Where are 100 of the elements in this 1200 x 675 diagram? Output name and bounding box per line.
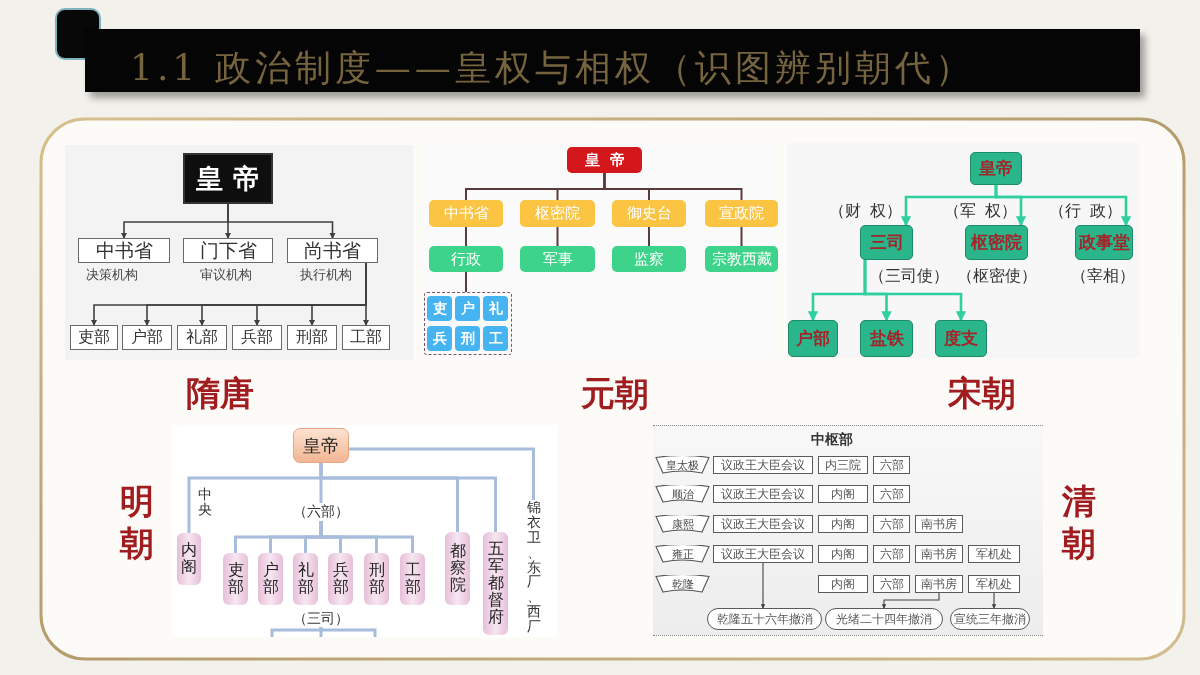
org-box: 内阁 — [818, 485, 868, 503]
vertical-label: 锦衣卫、东厂、西厂 — [525, 500, 542, 634]
org-box: 中书省 — [429, 200, 503, 227]
diagram-panel — [787, 143, 1140, 358]
note-label: （行 政） — [1047, 201, 1122, 220]
connector-line — [740, 226, 743, 247]
connector-arrow — [760, 562, 766, 609]
note-label: 决策机构 — [86, 267, 139, 283]
org-box: 兵部 — [232, 325, 282, 350]
org-box: 南书房 — [915, 515, 963, 533]
connector-arrow — [994, 185, 1132, 227]
note-label: 审议机构 — [200, 267, 253, 283]
diagram-panel — [65, 145, 413, 360]
table-heading: 中枢部 — [810, 430, 854, 449]
org-box: 中书省 — [78, 238, 170, 263]
org-box: 六部 — [873, 575, 910, 593]
diagram-panel — [653, 425, 1043, 636]
note-label: （军 权） — [942, 201, 1017, 220]
note-label: （三司使） — [869, 266, 950, 285]
org-box: 都察院 — [445, 532, 470, 605]
org-box: 内阁 — [818, 545, 868, 563]
connector-line — [556, 226, 559, 247]
org-box: 六部 — [873, 485, 910, 503]
org-box: 南书房 — [915, 545, 963, 563]
org-box: 宗教西藏 — [705, 246, 778, 272]
dynasty-label: 元朝 — [580, 372, 650, 414]
org-tile: 户 — [455, 296, 480, 321]
org-tile: 礼 — [483, 296, 508, 321]
result-pill: 乾隆五十六年撤消 — [707, 608, 822, 630]
org-box: 政事堂 — [1075, 225, 1133, 260]
org-box: 礼部 — [293, 553, 318, 605]
org-box: 内阁 — [818, 575, 868, 593]
connector-line — [603, 172, 743, 201]
era-banner: 乾隆 — [655, 575, 710, 593]
era-banner: 顺治 — [655, 485, 710, 503]
org-tile: 吏 — [427, 296, 452, 321]
era-banner: 皇太极 — [655, 456, 710, 474]
org-box: 尚书省 — [287, 238, 378, 263]
org-box: 户部 — [788, 320, 838, 357]
result-pill: 光绪二十四年撤消 — [825, 608, 943, 630]
group-label: （三司） — [294, 610, 348, 627]
connector-line — [465, 271, 467, 293]
dynasty-label: 清朝 — [1060, 479, 1097, 565]
org-box: 皇帝 — [567, 147, 642, 173]
org-box: 五军都督府 — [483, 532, 508, 635]
org-box: 军事 — [520, 246, 595, 272]
result-pill: 宣统三年撤消 — [950, 608, 1030, 630]
org-box: 六部 — [873, 515, 910, 533]
org-box: 门下省 — [183, 238, 273, 263]
connector-line — [349, 447, 535, 500]
connector-line — [270, 627, 323, 637]
org-box: 宣政院 — [705, 200, 778, 227]
org-box: 户部 — [122, 325, 172, 350]
org-box: 内阁 — [177, 533, 201, 585]
org-box: 六部 — [873, 456, 910, 474]
group-label: （六部） — [294, 503, 348, 521]
note-label: （财 权） — [827, 201, 902, 220]
connector-arrow — [991, 592, 997, 609]
title: 1.1 政治制度——皇权与相权（识图辨别朝代） — [130, 46, 975, 90]
org-box: 议政王大臣会议 — [713, 515, 813, 533]
org-box: 枢密院 — [520, 200, 595, 227]
org-box: 工部 — [400, 553, 425, 605]
org-box: 礼部 — [177, 325, 227, 350]
org-box: 军机处 — [968, 575, 1020, 593]
note-label: （宰相） — [1070, 266, 1136, 285]
connector-line — [648, 226, 650, 247]
org-box: 内三院 — [818, 456, 868, 474]
org-box: 户部 — [258, 553, 283, 605]
org-box: 皇帝 — [970, 152, 1022, 185]
connector-line — [465, 226, 467, 247]
org-box: 吏部 — [223, 553, 248, 605]
heading-box: 皇帝 — [183, 153, 273, 204]
org-box: 刑部 — [287, 325, 337, 350]
connector-arrow — [227, 203, 336, 239]
org-box: 监察 — [612, 246, 686, 272]
note-label: 执行机构 — [300, 267, 353, 283]
org-box: 吏部 — [70, 325, 118, 350]
org-box: 工部 — [342, 325, 390, 350]
org-box: 御史台 — [612, 200, 686, 227]
org-box: 议政王大臣会议 — [713, 545, 813, 563]
note-label: （枢密使） — [956, 266, 1038, 285]
connector-line — [319, 627, 377, 637]
org-tile: 兵 — [427, 326, 452, 351]
diagram-panel — [172, 425, 557, 637]
org-tile: 刑 — [455, 326, 480, 351]
connector-arrow — [881, 592, 940, 609]
dynasty-label: 明朝 — [118, 479, 155, 565]
org-box: 枢密院 — [965, 225, 1028, 260]
dynasty-label: 隋唐 — [185, 372, 255, 414]
org-box: 内阁 — [818, 515, 868, 533]
connector-arrow — [362, 262, 370, 326]
org-box: 南书房 — [915, 575, 963, 593]
org-box: 皇帝 — [293, 428, 349, 463]
org-box: 议政王大臣会议 — [713, 456, 813, 474]
org-box: 三司 — [860, 225, 913, 260]
org-box: 兵部 — [328, 553, 353, 605]
org-box: 议政王大臣会议 — [713, 485, 813, 503]
connector-arrow — [863, 260, 967, 322]
org-tile: 工 — [483, 326, 508, 351]
org-box: 盐铁 — [860, 320, 913, 357]
